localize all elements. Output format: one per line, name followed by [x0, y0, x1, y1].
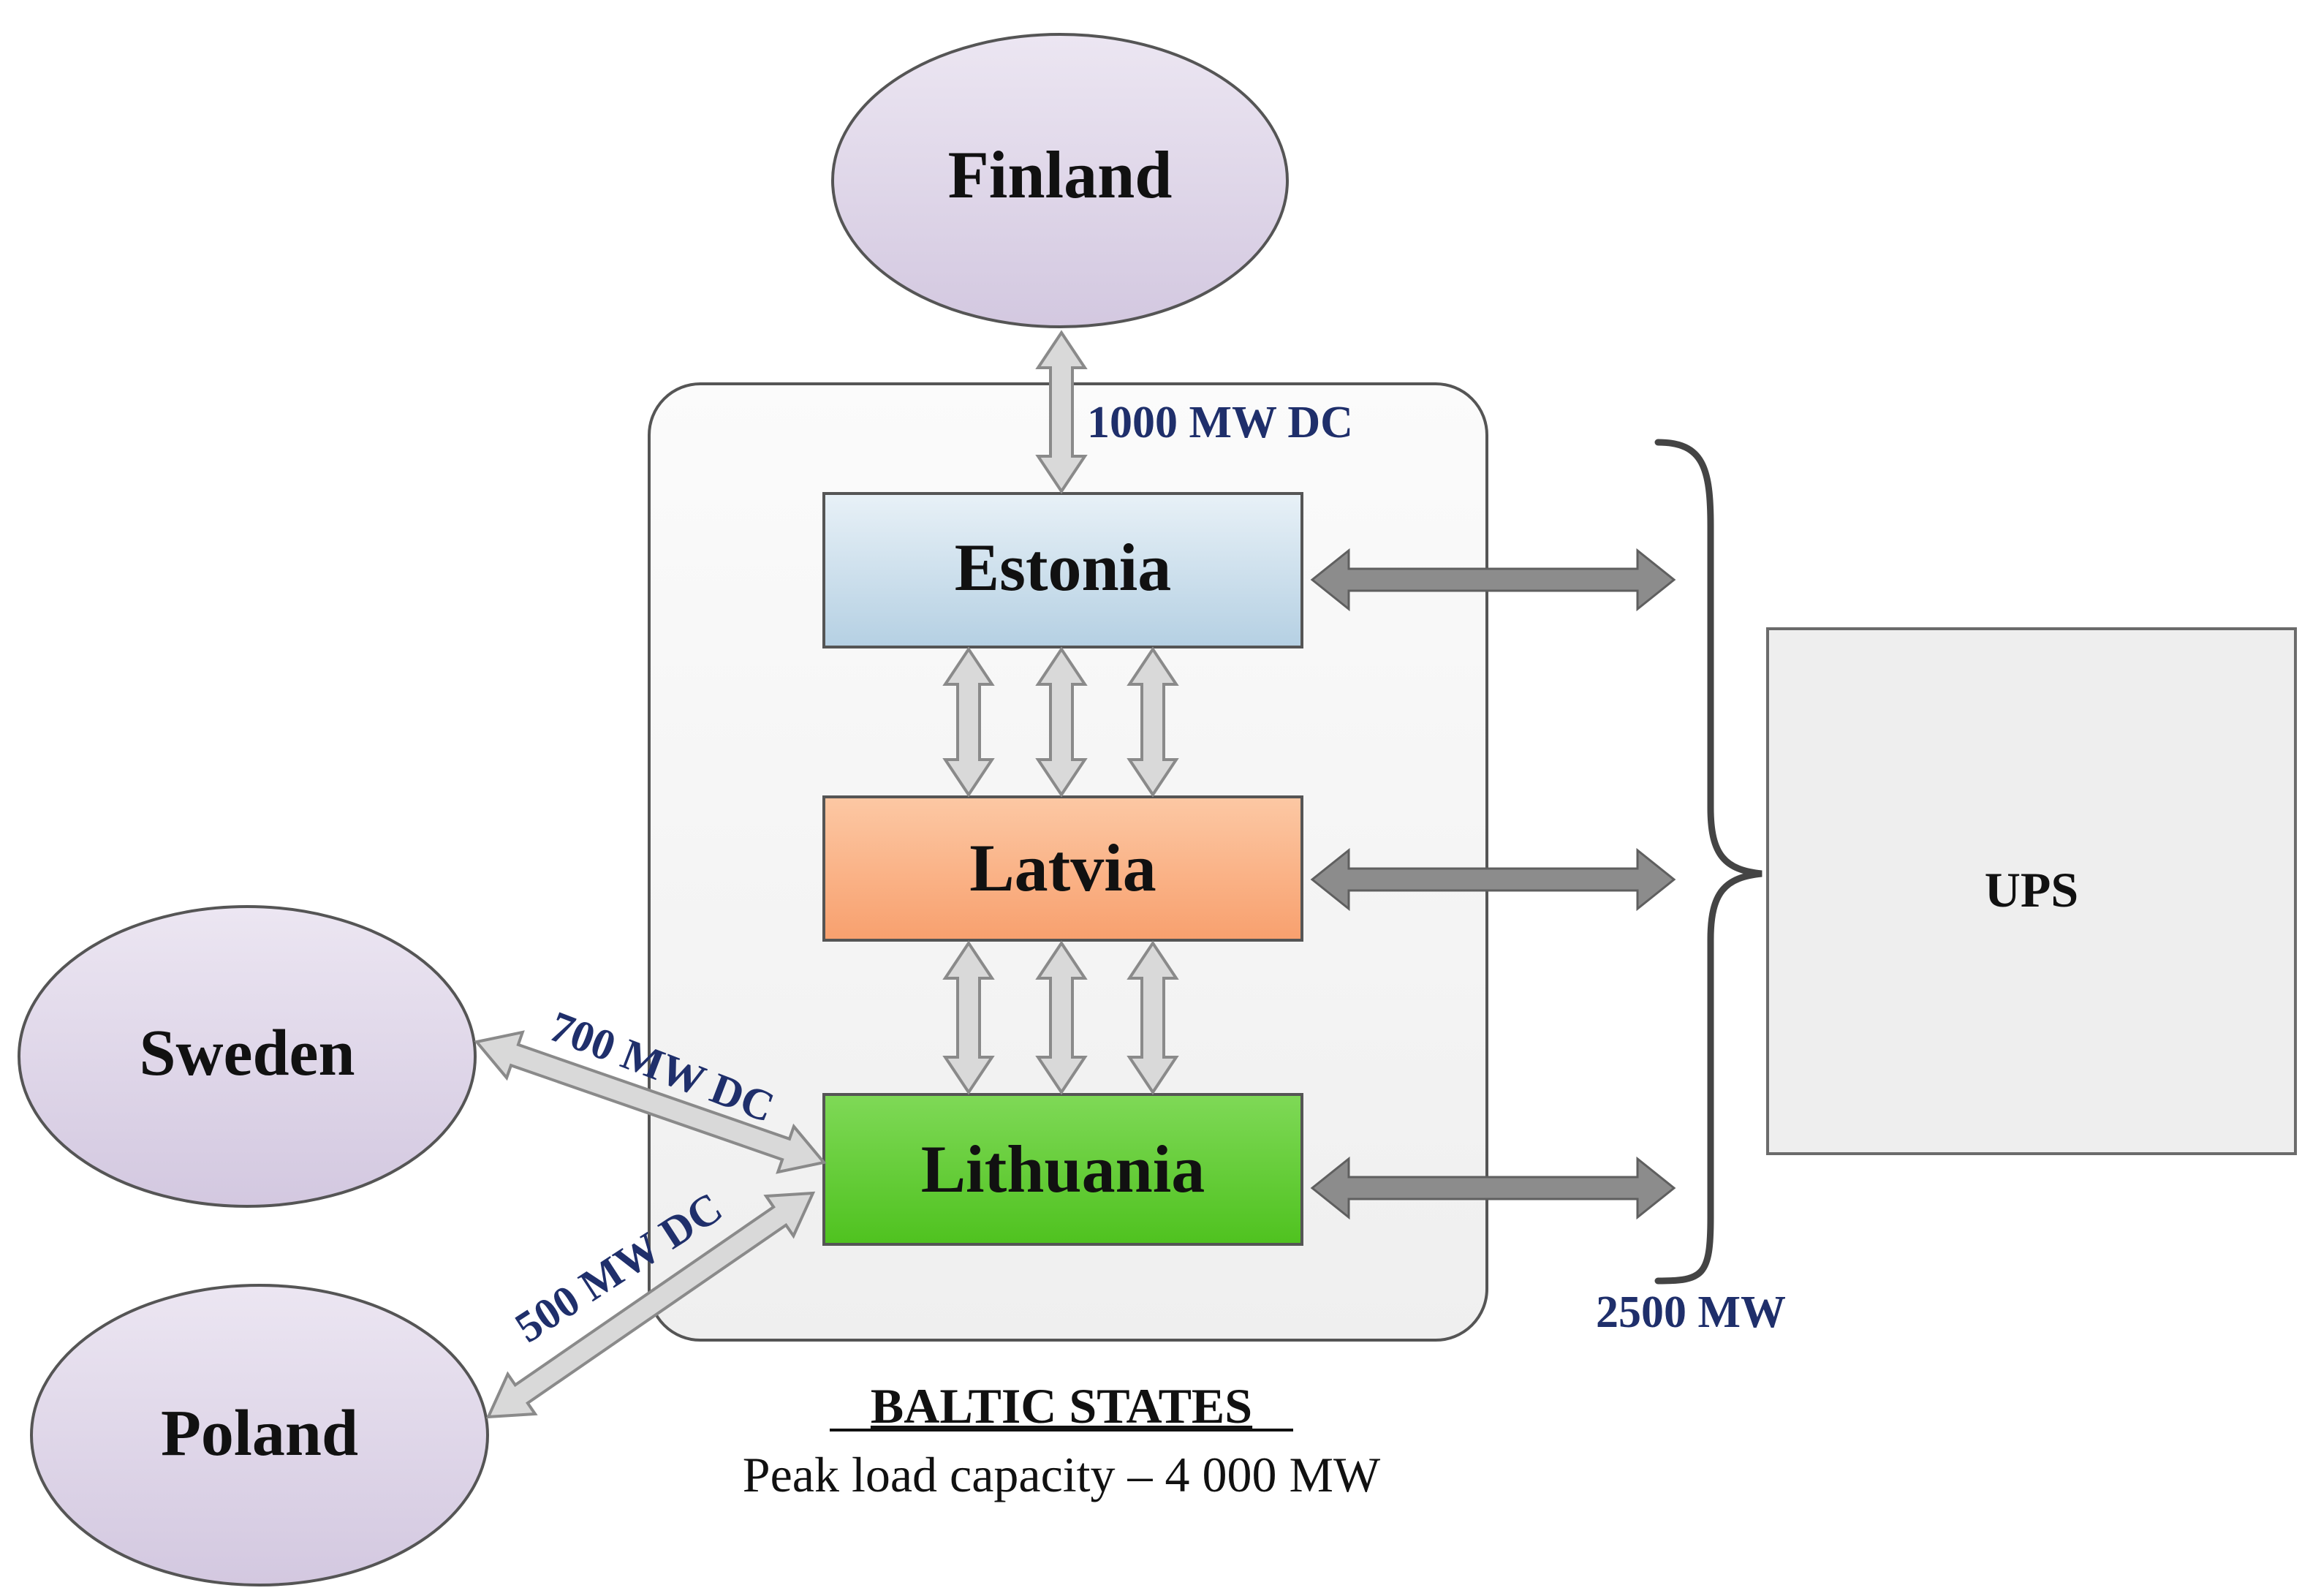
- ups-box: [1766, 627, 2297, 1155]
- finland-node: [831, 33, 1289, 328]
- latvia-lithuania-arrow-3: [1127, 940, 1179, 1095]
- sweden-node: [18, 905, 477, 1208]
- finland-label: Finland: [948, 137, 1173, 212]
- lithuania-label: Lithuania: [921, 1132, 1205, 1206]
- finland-estonia-capacity-label: 1000 MW DC: [1087, 398, 1353, 447]
- latvia-lithuania-arrow-2: [1035, 940, 1088, 1095]
- baltic-ups-capacity-label: 2500 MW: [1596, 1287, 1786, 1337]
- sweden-label: Sweden: [139, 1017, 355, 1089]
- estonia-latvia-arrow-2: [1035, 646, 1088, 798]
- latvia-node: [822, 795, 1303, 942]
- lithuania-ups-arrow: [1310, 1156, 1676, 1220]
- latvia-lithuania-arrow-1: [942, 940, 995, 1095]
- estonia-node: [822, 492, 1303, 648]
- estonia-ups-arrow: [1310, 548, 1676, 612]
- latvia-label: Latvia: [969, 831, 1156, 905]
- sweden-lithuania-arrow: [474, 1030, 827, 1174]
- lithuania-node: [822, 1093, 1303, 1246]
- estonia-latvia-arrow-3: [1127, 646, 1179, 798]
- ups-label: UPS: [1985, 862, 2078, 918]
- baltic-states-subtitle: Peak load capacity – 4 000 MW: [743, 1447, 1381, 1502]
- baltic-states-title: BALTIC STATES: [871, 1378, 1252, 1434]
- poland-node: [30, 1284, 489, 1586]
- poland-label: Poland: [161, 1397, 358, 1470]
- estonia-latvia-arrow-1: [942, 646, 995, 798]
- finland-estonia-arrow: [1035, 330, 1088, 494]
- connection-arrows: [474, 330, 1676, 1419]
- grouping-brace: [1654, 439, 1762, 1285]
- poland-lithuania-arrow: [485, 1191, 816, 1419]
- latvia-ups-arrow: [1310, 847, 1676, 912]
- estonia-label: Estonia: [955, 530, 1172, 605]
